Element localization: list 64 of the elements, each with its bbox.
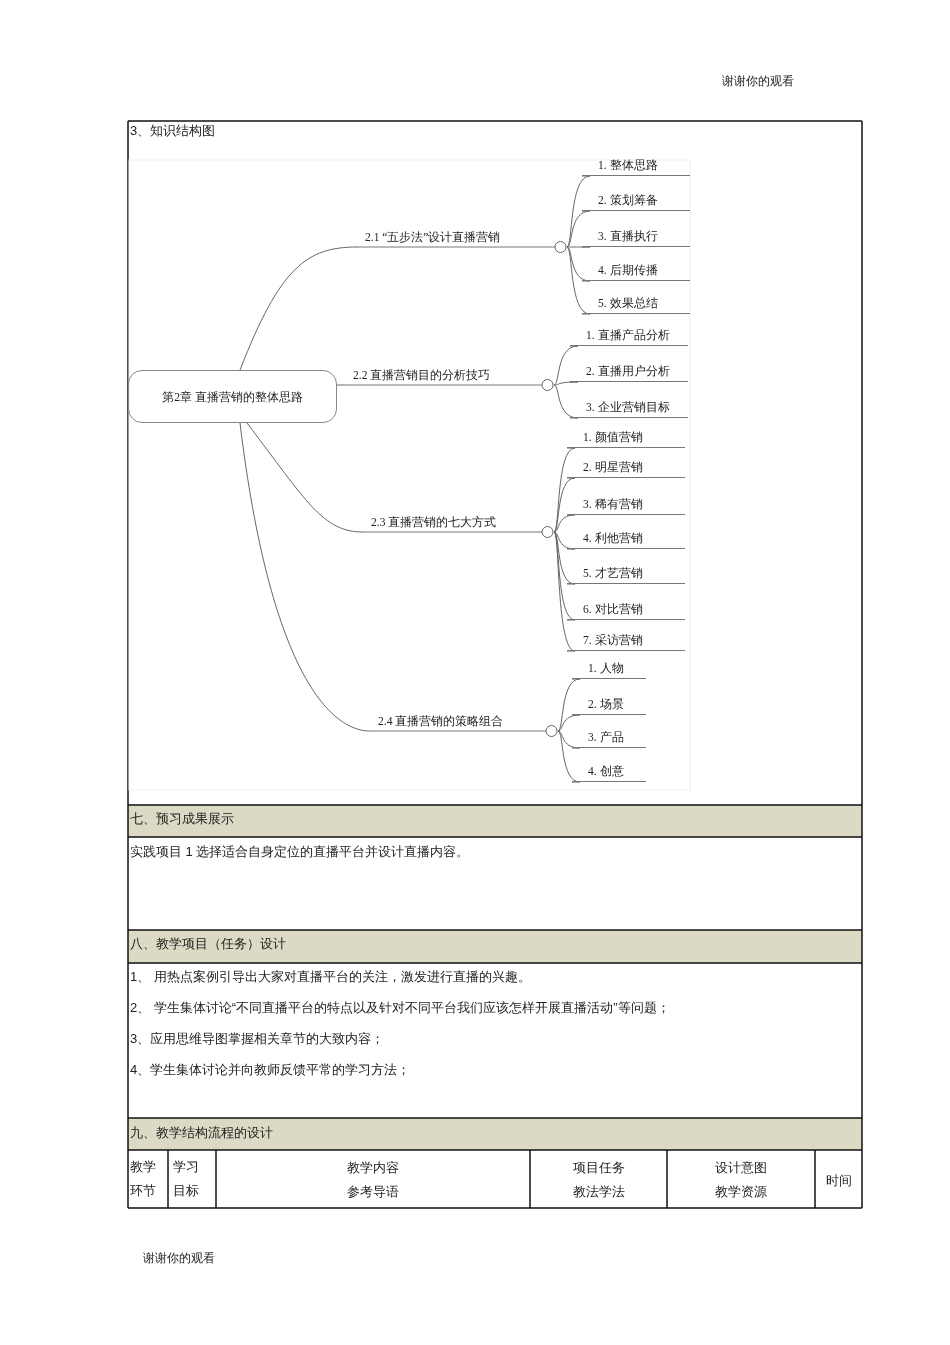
- subtopic: 2. 直播用户分析: [570, 362, 688, 382]
- branch-topic: 2.2 直播营销目的分析技巧: [345, 366, 554, 391]
- mindmap-connector: [557, 714, 581, 732]
- mindmap-connector: [553, 531, 576, 652]
- subtopic: 4. 创意: [572, 762, 646, 782]
- mindmap-connector: [553, 514, 576, 533]
- column-header: 设计意图: [714, 1159, 768, 1177]
- subtopic: 5. 效果总结: [582, 294, 690, 314]
- section-heading: 八、教学项目（任务）设计: [130, 935, 286, 953]
- mindmap-connector: [566, 246, 591, 282]
- subtopic: 6. 对比营销: [567, 600, 685, 620]
- mindmap-connector: [239, 246, 358, 371]
- mindmap-connector: [553, 531, 576, 585]
- column-header: 参考导语: [346, 1183, 400, 1201]
- subtopic: 3. 企业营销目标: [570, 398, 688, 418]
- mindmap-connector: [566, 246, 591, 248]
- subtopic: 1. 整体思路: [582, 156, 690, 176]
- column-header: 教法学法: [571, 1183, 626, 1201]
- subtopic: 2. 场景: [572, 695, 646, 715]
- section-heading: 九、教学结构流程的设计: [130, 1124, 273, 1142]
- body-text: 1、 用热点案例引导出大家对直播平台的关注，激发进行直播的兴趣。: [130, 968, 531, 986]
- subtopic: 1. 直播产品分析: [570, 326, 688, 346]
- branch-topic: 2.4 直播营销的策略组合: [370, 712, 558, 737]
- branch-topic: 2.3 直播营销的七大方式: [363, 513, 554, 538]
- body-text: 实践项目 1 选择适合自身定位的直播平台并设计直播内容。: [130, 843, 470, 861]
- body-text: 2、 学生集体讨论“不同直播平台的特点以及针对不同平台我们应该怎样开展直播活动”等问题；: [130, 999, 670, 1017]
- mindmap-connector: [553, 531, 576, 550]
- mindmap-connector: [553, 384, 579, 419]
- mindmap-connector: [553, 381, 579, 386]
- body-text: 4、学生集体讨论并向教师反馈平常的学习方法；: [130, 1061, 411, 1079]
- topic-box: 第2章 直播营销的整体思路: [128, 370, 337, 423]
- mindmap-connector: [557, 730, 581, 783]
- section-heading: 七、预习成果展示: [130, 810, 234, 828]
- mindmap-connector: [239, 422, 371, 732]
- column-header: 时间: [824, 1172, 853, 1190]
- mindmap-connector: [246, 422, 364, 533]
- column-header: 教学内容: [346, 1159, 400, 1177]
- body-text: 3、应用思维导图掌握相关章节的大致内容；: [130, 1030, 385, 1048]
- page-footer: 谢谢你的观看: [143, 1249, 215, 1267]
- branch-topic: 2.1 “五步法”设计直播营销: [357, 228, 567, 253]
- subtopic: 3. 直播执行: [582, 227, 690, 247]
- page-header: 谢谢你的观看: [722, 73, 794, 90]
- mindmap-connector: [553, 477, 576, 533]
- mindmap-connector: [553, 345, 579, 386]
- column-header: 教学资源: [714, 1183, 768, 1201]
- subtopic: 5. 才艺营销: [567, 564, 685, 584]
- subtopic: 4. 后期传播: [582, 261, 690, 281]
- subtopic: 3. 稀有营销: [567, 495, 685, 515]
- column-header: 教学环节: [130, 1158, 157, 1200]
- mindmap-connector: [566, 246, 591, 315]
- mindmap-connector: [557, 678, 581, 732]
- subtopic: 1. 人物: [572, 659, 646, 679]
- mindmap-connector: [566, 210, 591, 248]
- section-heading: 3、知识结构图: [130, 122, 216, 140]
- subtopic: 2. 明星营销: [567, 458, 685, 478]
- subtopic: 2. 策划筹备: [582, 191, 690, 211]
- subtopic: 1. 颜值营销: [567, 428, 685, 448]
- mindmap-connector: [557, 730, 581, 749]
- mindmap-connector: [336, 384, 346, 386]
- column-header: 项目任务: [571, 1159, 626, 1177]
- column-header: 学习目标: [173, 1158, 200, 1200]
- subtopic: 3. 产品: [572, 728, 646, 748]
- subtopic: 4. 利他营销: [567, 529, 685, 549]
- subtopic: 7. 采访营销: [567, 631, 685, 651]
